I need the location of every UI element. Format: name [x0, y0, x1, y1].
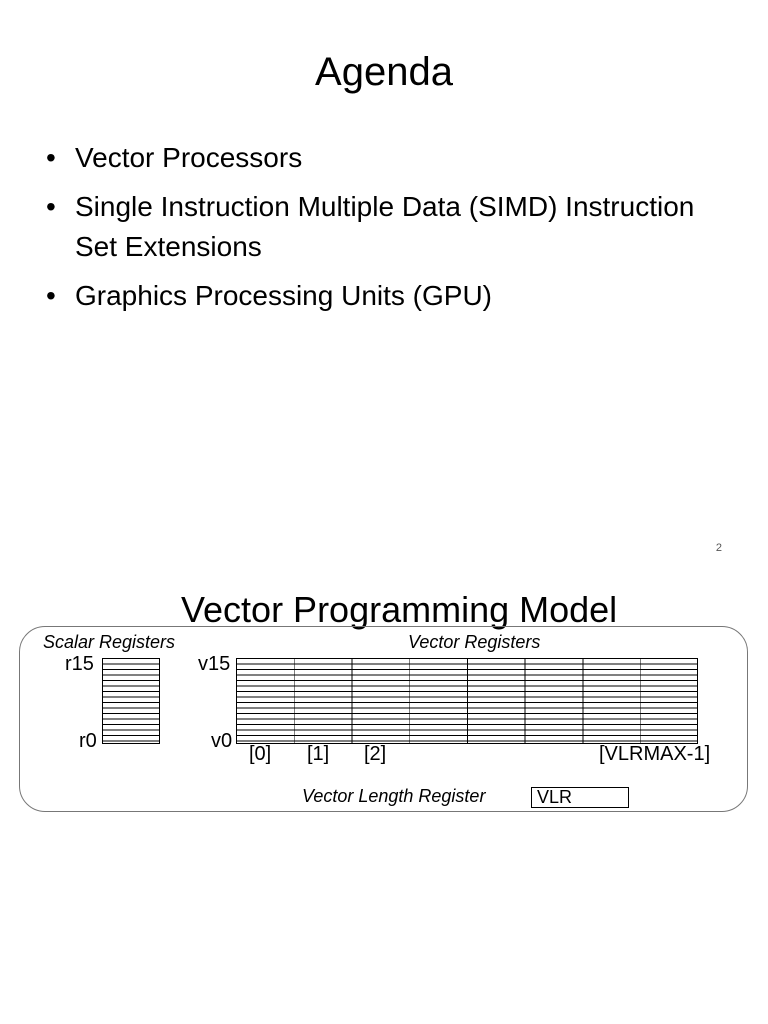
slide-title: Agenda — [315, 50, 453, 94]
scalar-top-label: r15 — [65, 653, 94, 675]
vector-bottom-label: v0 — [211, 730, 233, 752]
vector-top-label: v15 — [198, 653, 231, 675]
bullet-text: Vector Processors — [75, 142, 303, 173]
slide-title: Vector Programming Model — [181, 589, 618, 630]
bullet-list: • Vector Processors • Single Instruction M… — [46, 138, 736, 325]
list-item: • Single Instruction Multiple Data (SIMD)… — [46, 187, 736, 267]
vlr-register: VLR — [531, 787, 629, 808]
scalar-register-grid — [102, 658, 160, 744]
scalar-registers-label: Scalar Registers — [43, 632, 176, 652]
list-item: • Vector Processors — [46, 138, 736, 178]
bullet-icon: • — [46, 280, 56, 311]
index-label: [0] — [249, 743, 272, 765]
index-label: [1] — [307, 743, 330, 765]
slide-agenda: Agenda • Vector Processors • Single Instru… — [46, 50, 736, 325]
slide-vector-model: Vector Programming Model Scalar Register… — [0, 512, 768, 1024]
bullet-icon: • — [46, 142, 56, 173]
bullet-text: Graphics Processing Units (GPU) — [75, 280, 493, 311]
diagram-frame — [19, 626, 748, 812]
page-number: 2 — [715, 542, 722, 554]
index-label: [2] — [364, 743, 387, 765]
bullet-text: Single Instruction Multiple Data (SIMD) … — [75, 191, 695, 262]
vector-registers-label: Vector Registers — [408, 632, 541, 652]
index-label: [VLRMAX-1] — [599, 743, 711, 765]
vlr-label: Vector Length Register — [302, 786, 486, 806]
bullet-icon: • — [46, 191, 56, 222]
list-item: • Graphics Processing Units (GPU) — [46, 276, 736, 316]
scalar-bottom-label: r0 — [79, 730, 97, 752]
vector-register-grid — [236, 658, 698, 744]
